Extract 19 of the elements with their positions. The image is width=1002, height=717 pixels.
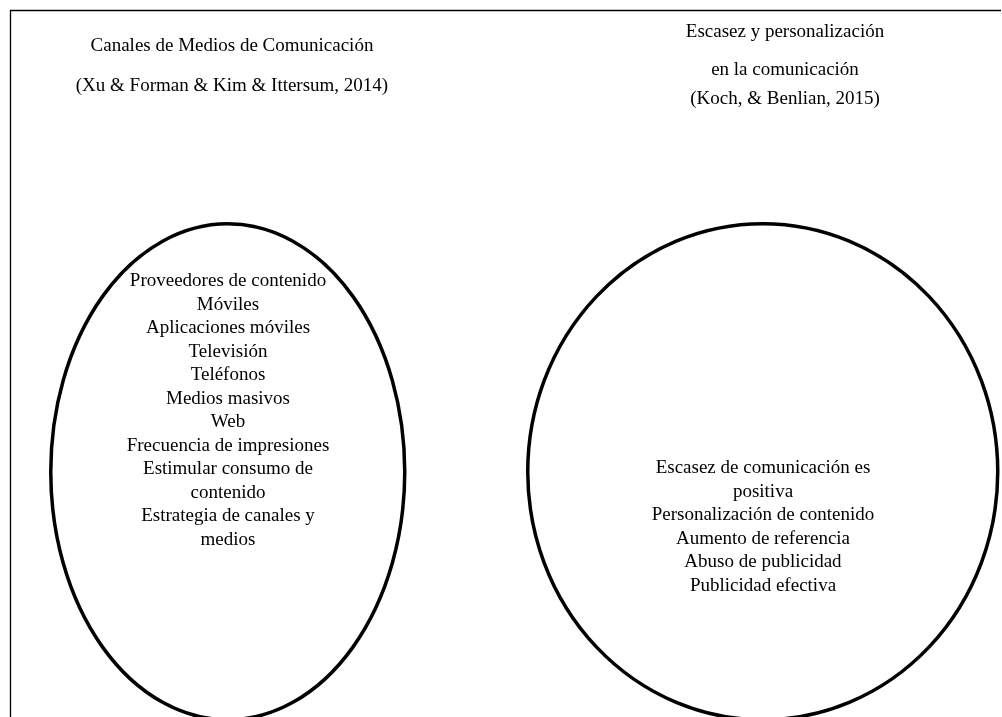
list-item: Aumento de referencia bbox=[674, 525, 852, 549]
list-item: Televisión bbox=[187, 338, 269, 362]
list-item: Aplicaciones móviles bbox=[144, 315, 312, 339]
list-item: Móviles bbox=[195, 291, 261, 315]
list-item: Web bbox=[209, 409, 247, 433]
list-item: Proveedores de contenido bbox=[128, 268, 328, 292]
heading: Canales de Medios de Comunicación bbox=[89, 33, 375, 57]
list-item: Medios masivos bbox=[165, 385, 291, 409]
citation: (Xu & Forman & Kim & Ittersum, 2014) bbox=[74, 73, 390, 97]
list-item: Estimular consumo de contenido bbox=[142, 456, 314, 503]
list-item: Teléfonos bbox=[189, 362, 267, 386]
citation: (Koch, & Benlian, 2015) bbox=[689, 86, 881, 110]
list-item: Frecuencia de impresiones bbox=[125, 432, 331, 456]
list-item: Abuso de publicidad bbox=[683, 549, 843, 573]
list-item: Publicidad efectiva bbox=[688, 572, 838, 596]
heading: Escasez y personalización en la comunicación bbox=[684, 19, 886, 81]
list-item: Estrategia de canales y medios bbox=[140, 503, 316, 550]
list-item: Escasez de comunicación es positiva bbox=[654, 455, 872, 502]
list-item: Personalización de contenido bbox=[650, 502, 876, 526]
